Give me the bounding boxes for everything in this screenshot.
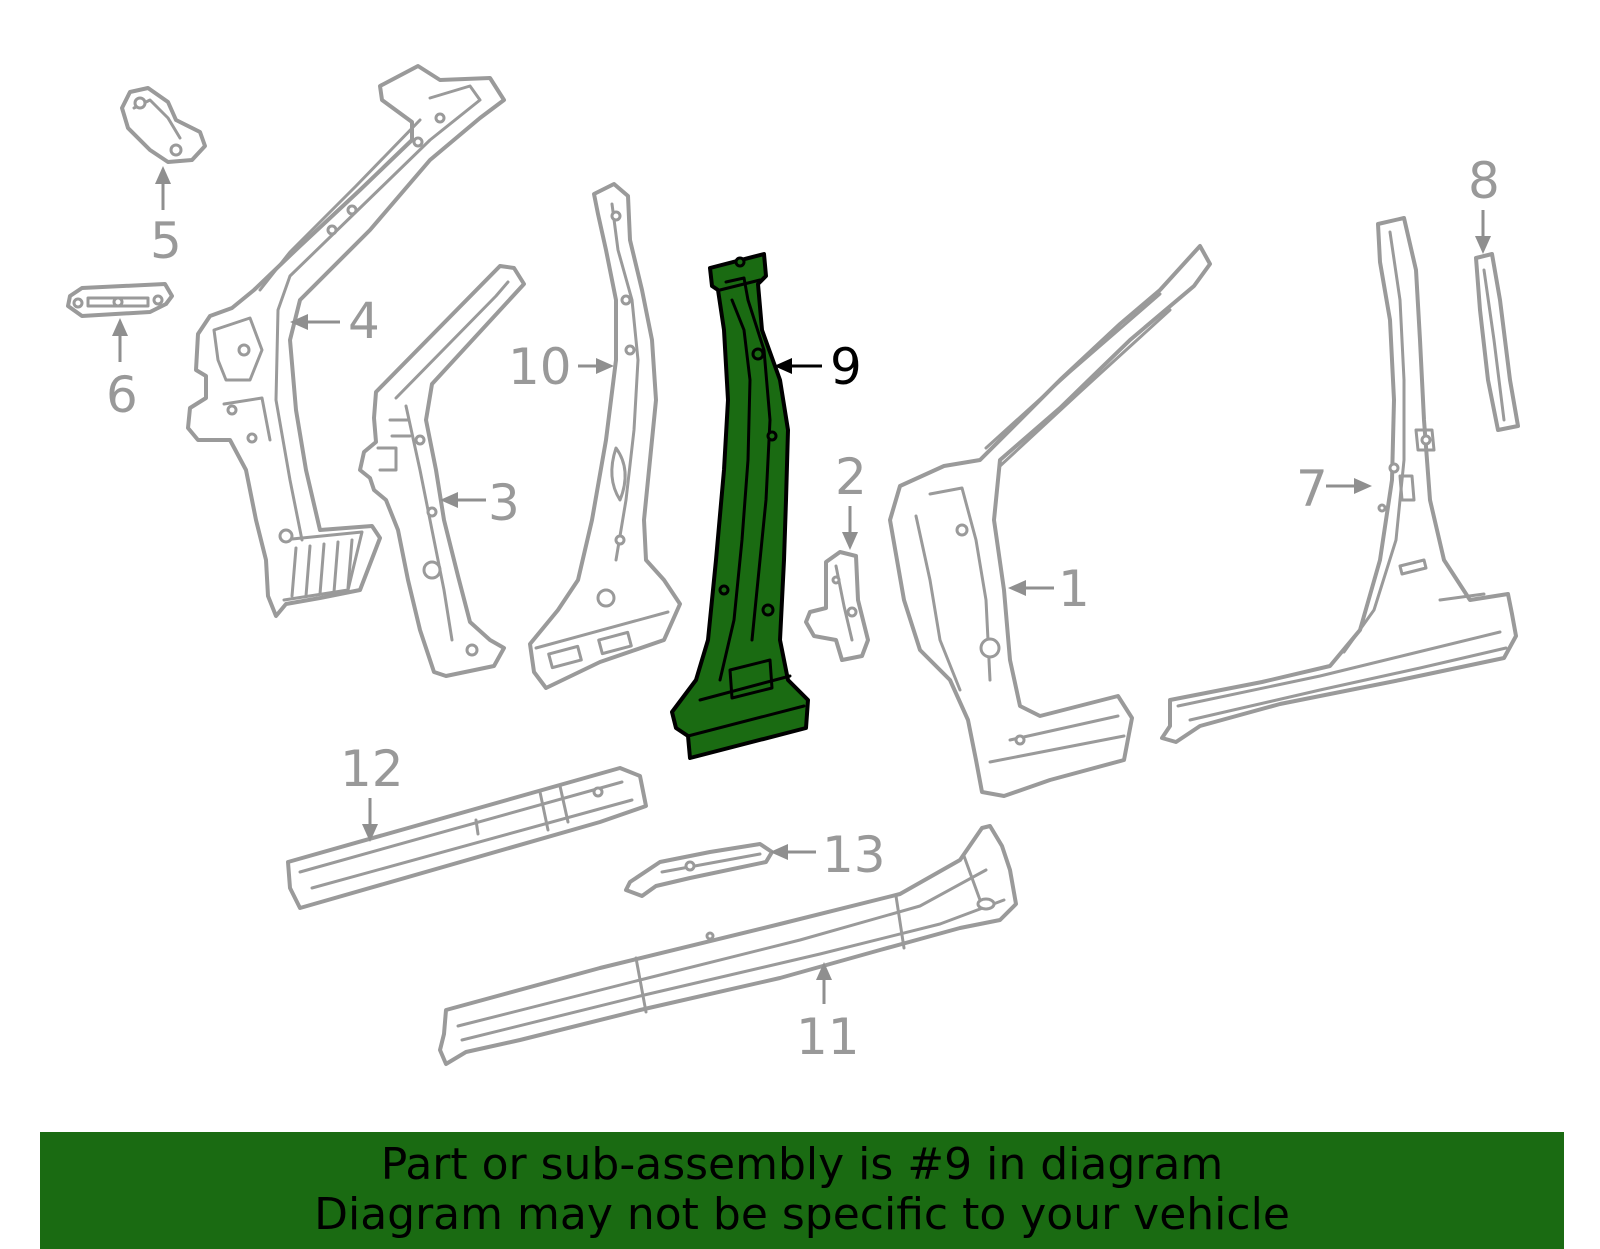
callout-5	[155, 166, 171, 210]
part-5-bracket[interactable]	[120, 86, 207, 164]
info-banner: Part or sub-assembly is #9 in diagram Di…	[40, 1132, 1564, 1249]
callout-2	[842, 506, 858, 550]
label-11: 11	[796, 1008, 860, 1066]
part-10-center-pillar-inner[interactable]	[528, 182, 682, 690]
label-2: 2	[835, 448, 867, 506]
callout-9	[774, 358, 822, 374]
part-11-rocker-outer[interactable]	[438, 824, 1018, 1066]
label-7: 7	[1296, 460, 1328, 518]
label-13: 13	[822, 826, 886, 884]
callout-13	[770, 844, 816, 860]
callout-12	[362, 798, 378, 842]
part-13-bracket[interactable]	[624, 842, 774, 898]
part-3-front-pillar-lower[interactable]	[358, 264, 526, 678]
part-8-strip[interactable]	[1474, 252, 1520, 432]
part-6-bracket[interactable]	[66, 282, 174, 318]
label-9: 9	[830, 338, 862, 396]
callout-7	[1326, 478, 1372, 494]
label-1: 1	[1058, 560, 1090, 618]
callout-11	[816, 962, 832, 1004]
callout-6	[112, 318, 128, 362]
part-2-bracket[interactable]	[804, 550, 870, 662]
part-9-center-pillar-reinforcement[interactable]	[670, 252, 810, 760]
label-8: 8	[1468, 152, 1500, 210]
label-5: 5	[150, 212, 182, 270]
part-7-body-side-rear[interactable]	[1160, 216, 1518, 744]
label-3: 3	[488, 474, 520, 532]
parts-diagram: 5 6 4	[66, 64, 1520, 1066]
banner-line-2: Diagram may not be specific to your vehi…	[314, 1189, 1290, 1240]
part-1-body-side-outer[interactable]	[888, 244, 1212, 798]
callout-3	[440, 492, 486, 508]
callout-10	[578, 358, 614, 374]
part-4-front-pillar-inner[interactable]	[186, 64, 506, 618]
label-10: 10	[508, 338, 572, 396]
banner-line-1: Part or sub-assembly is #9 in diagram	[380, 1139, 1224, 1190]
label-12: 12	[340, 740, 404, 798]
label-6: 6	[106, 366, 138, 424]
callout-4	[290, 314, 340, 330]
part-12-rocker-reinforcement[interactable]	[286, 766, 648, 910]
callout-8	[1475, 210, 1491, 254]
label-4: 4	[348, 292, 380, 350]
callout-1	[1008, 580, 1054, 596]
